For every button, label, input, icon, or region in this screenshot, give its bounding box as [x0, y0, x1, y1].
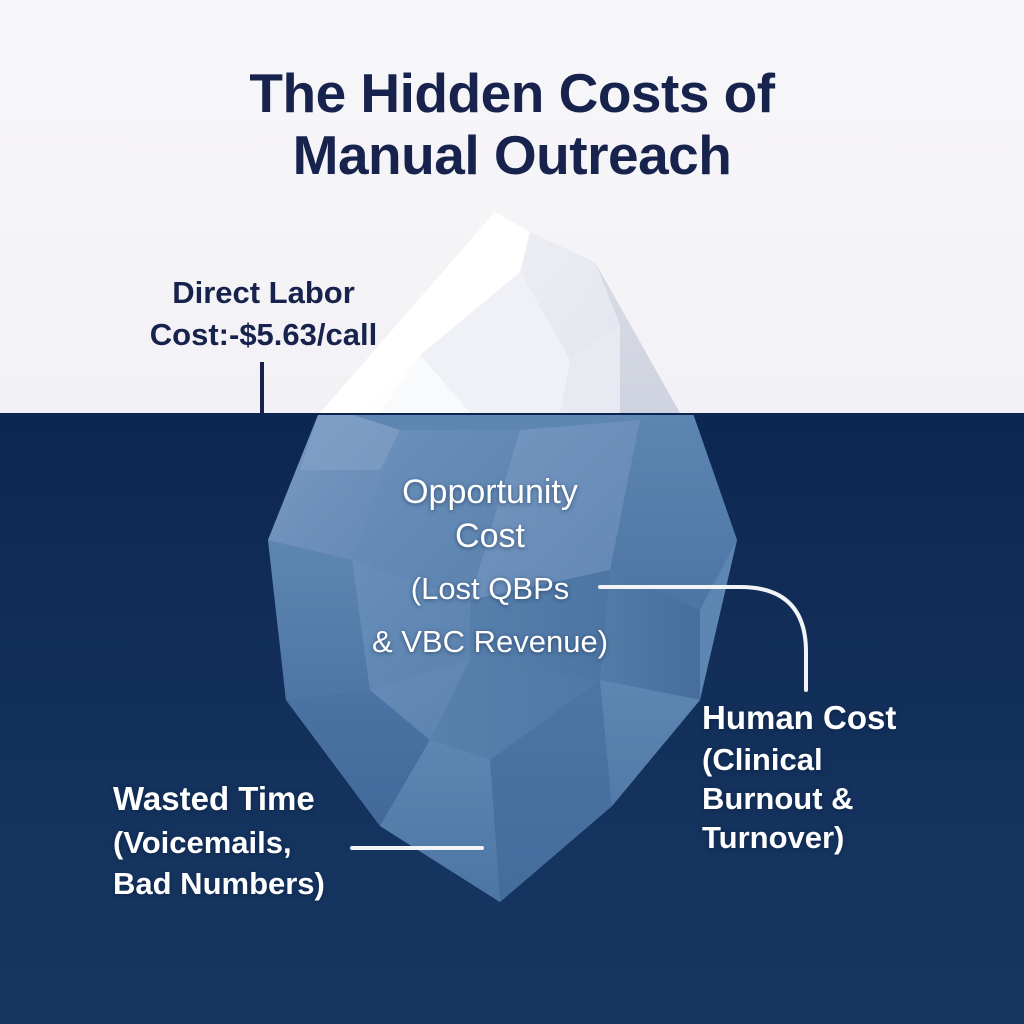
label-opportunity-line2: Cost: [455, 517, 525, 555]
label-wasted-time: Wasted Time (Voicemails, Bad Numbers): [113, 776, 443, 904]
label-wasted-line1: Wasted Time: [113, 780, 315, 817]
label-human-line1: Human Cost: [702, 699, 897, 736]
label-human-line4: Turnover): [702, 820, 845, 855]
label-wasted-line3: Bad Numbers): [113, 866, 325, 901]
label-direct-labor-cost: Direct Labor Cost:-$5.63/call: [96, 272, 431, 356]
iceberg-tip: [320, 212, 680, 413]
label-opportunity-line4: & VBC Revenue): [371, 624, 609, 659]
label-opportunity-line1: Opportunity: [402, 473, 578, 511]
page-title-line1: The Hidden Costs of: [249, 62, 775, 124]
page-title: The Hidden Costs of Manual Outreach: [0, 62, 1024, 186]
label-direct-labor-line2: Cost:-$5.63/call: [149, 317, 378, 352]
label-human-line3: Burnout &: [702, 781, 854, 816]
label-opportunity-line3: (Lost QBPs: [410, 571, 570, 606]
human-cost-leader: [598, 585, 808, 692]
iceberg-underwater: [268, 413, 737, 902]
label-human-cost: Human Cost (Clinical Burnout & Turnover): [702, 696, 1002, 857]
label-opportunity-cost: Opportunity Cost (Lost QBPs & VBC Revenu…: [300, 470, 680, 664]
waterline: [0, 413, 1024, 415]
page-title-line2: Manual Outreach: [292, 124, 732, 186]
label-direct-labor-line1: Direct Labor: [172, 275, 355, 310]
label-wasted-line2: (Voicemails,: [113, 825, 292, 860]
label-human-line2: (Clinical: [702, 742, 823, 777]
